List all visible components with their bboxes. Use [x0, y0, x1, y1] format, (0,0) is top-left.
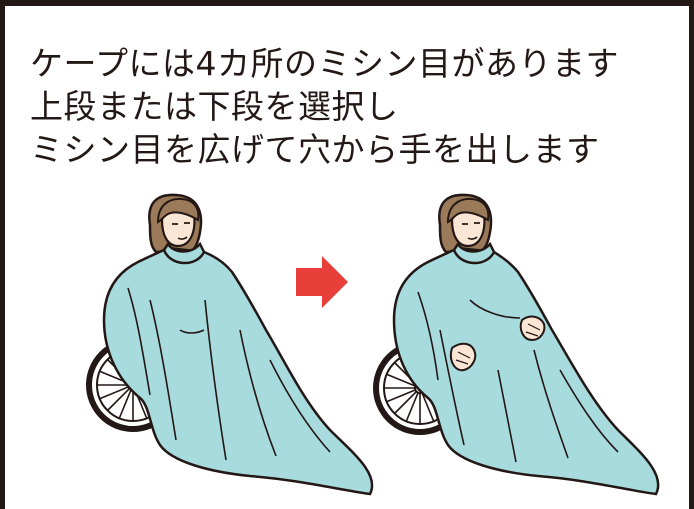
caption-line-3: ミシン目を広げて穴から手を出します — [30, 130, 600, 169]
caption-line-2: 上段または下段を選択し — [30, 87, 399, 126]
wheelchair-person-cape-hands-out-icon — [373, 193, 660, 496]
hand-icon — [519, 315, 546, 342]
hand-icon — [450, 342, 477, 372]
right-arrow-icon — [296, 256, 348, 308]
caption-line-1: ケープには4カ所のミシン目があります — [30, 44, 620, 83]
instruction-caption: ケープには4カ所のミシン目があります 上段または下段を選択し ミシン目を広げて穴… — [30, 42, 670, 171]
wheelchair-person-cape-hands-inside-icon — [86, 193, 374, 496]
